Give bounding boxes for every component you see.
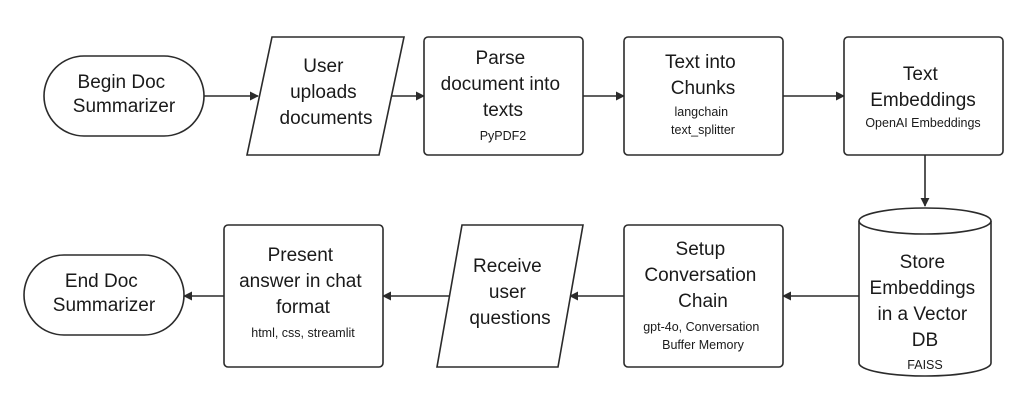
- present-note-line: html, css, streamlit: [251, 326, 355, 340]
- present-process-node: Present answer in chat format html, css,…: [223, 224, 384, 368]
- chain-label: Setup Conversation Chain: [644, 239, 761, 312]
- questions-label: Receive user questions: [469, 256, 550, 329]
- parse-label-line: document into: [441, 74, 560, 95]
- chunks-process-node: Text into Chunks langchain text_splitter: [623, 36, 784, 156]
- upload-label-line: uploads: [290, 82, 357, 103]
- store-label-line: DB: [912, 330, 938, 351]
- questions-label-line: questions: [469, 308, 550, 329]
- embeddings-note: OpenAI Embeddings: [865, 116, 980, 130]
- chunks-label-line: Text into: [665, 52, 736, 73]
- embeddings-note-line: OpenAI Embeddings: [865, 116, 980, 130]
- end-label-line: Summarizer: [53, 295, 156, 316]
- embeddings-label-line: Text: [903, 64, 939, 85]
- store-note-line: FAISS: [907, 358, 942, 372]
- parse-note: PyPDF2: [480, 129, 527, 143]
- store-label-line: Store: [900, 252, 945, 273]
- embeddings-label-line: Embeddings: [870, 90, 976, 111]
- chain-label-line: Setup: [676, 239, 726, 260]
- begin-terminator-shape: [43, 55, 205, 137]
- store-database-body: [858, 221, 992, 377]
- upload-label-line: User: [303, 56, 344, 77]
- embeddings-label: Text Embeddings: [870, 64, 976, 111]
- store-label-line: in a Vector: [877, 304, 967, 325]
- begin-label-line: Summarizer: [73, 96, 176, 117]
- questions-label-line: user: [489, 282, 527, 303]
- end-label-line: End Doc: [65, 271, 138, 292]
- present-label: Present answer in chat format: [239, 245, 367, 318]
- questions-input-node: Receive user questions: [436, 224, 584, 368]
- store-label-line: Embeddings: [870, 278, 976, 299]
- present-note: html, css, streamlit: [251, 326, 355, 340]
- upload-label: User uploads documents: [280, 56, 373, 129]
- chunks-label: Text into Chunks: [665, 52, 741, 99]
- upload-parallelogram-shape: [246, 36, 405, 156]
- connector-layer: [183, 91, 930, 301]
- chain-note-line: gpt-4o, Conversation: [643, 320, 759, 334]
- chain-process-shape: [623, 224, 784, 368]
- parse-process-node: Parse document into texts PyPDF2: [423, 36, 584, 156]
- parse-label-line: Parse: [476, 48, 526, 69]
- questions-label-line: Receive: [473, 256, 542, 277]
- upload-input-node: User uploads documents: [246, 36, 405, 156]
- chain-note: gpt-4o, Conversation Buffer Memory: [643, 320, 763, 352]
- parse-process-shape: [423, 36, 584, 156]
- store-database-node: Store Embeddings in a Vector DB FAISS: [858, 207, 992, 377]
- present-label-line: answer in chat: [239, 271, 362, 292]
- chunks-process-shape: [623, 36, 784, 156]
- present-label-line: format: [276, 297, 331, 318]
- chain-label-line: Conversation: [644, 265, 756, 286]
- chain-note-line: Buffer Memory: [662, 338, 744, 352]
- embeddings-process-node: Text Embeddings OpenAI Embeddings: [843, 36, 1004, 156]
- store-label: Store Embeddings in a Vector DB: [870, 252, 981, 351]
- parse-note-line: PyPDF2: [480, 129, 527, 143]
- end-terminator-node: End Doc Summarizer: [23, 254, 185, 336]
- begin-label-line: Begin Doc: [78, 72, 166, 93]
- chunks-note-line: langchain: [675, 105, 729, 119]
- parse-label: Parse document into texts: [441, 48, 566, 121]
- begin-label: Begin Doc Summarizer: [73, 72, 176, 117]
- questions-parallelogram-shape: [436, 224, 584, 368]
- embeddings-process-shape: [843, 36, 1004, 156]
- chunks-label-line: Chunks: [671, 78, 735, 99]
- present-process-shape: [223, 224, 384, 368]
- store-note: FAISS: [907, 358, 942, 372]
- chunks-note: langchain text_splitter: [671, 105, 735, 137]
- store-database-top: [858, 207, 992, 235]
- chain-label-line: Chain: [678, 291, 728, 312]
- parse-label-line: texts: [483, 100, 523, 121]
- begin-terminator-node: Begin Doc Summarizer: [43, 55, 205, 137]
- end-label: End Doc Summarizer: [53, 271, 156, 316]
- upload-label-line: documents: [280, 108, 373, 129]
- end-terminator-shape: [23, 254, 185, 336]
- chunks-note-line: text_splitter: [671, 123, 735, 137]
- present-label-line: Present: [268, 245, 334, 266]
- chain-process-node: Setup Conversation Chain gpt-4o, Convers…: [623, 224, 784, 368]
